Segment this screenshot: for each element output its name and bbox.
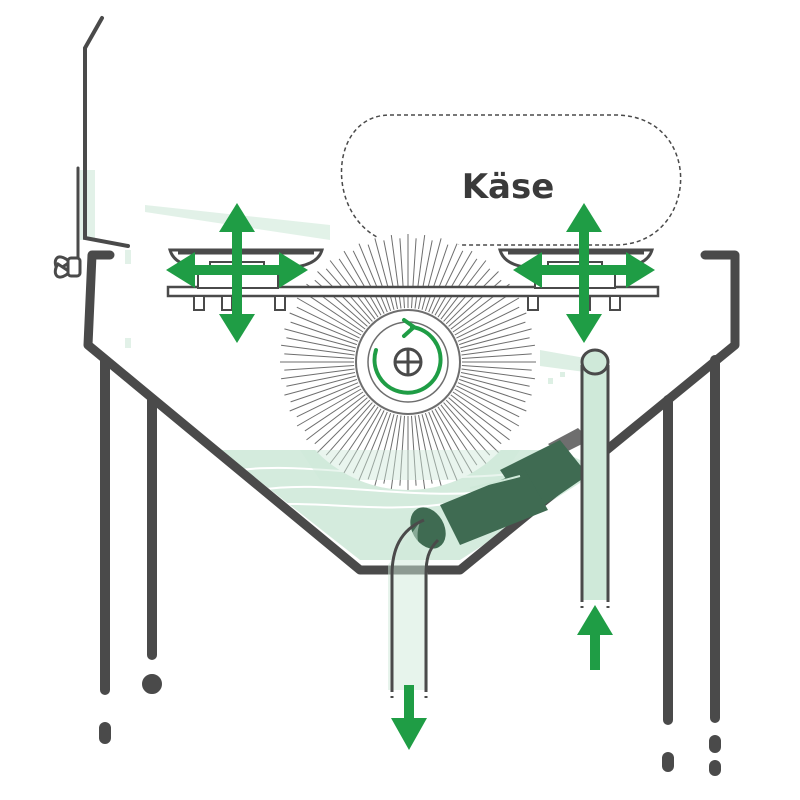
support-rail: [166, 285, 660, 311]
cheese-label: Käse: [462, 167, 555, 207]
brush-hub-icon: [393, 347, 423, 377]
left-adjustment-arrows-icon: [166, 203, 308, 343]
right-adjustment-arrows-icon: [513, 203, 655, 343]
spray-mist-right: [540, 350, 585, 384]
drain-pipe: [388, 518, 440, 700]
rail-bolts-left: [193, 295, 286, 311]
rotation-arrow-icon: [372, 318, 443, 395]
cheese-outline: Käse: [340, 114, 682, 246]
left-upright-arm: [76, 16, 130, 260]
machine-legs: [99, 355, 721, 776]
rotating-brush: [280, 234, 536, 490]
water-inlet-pipe: [580, 348, 610, 612]
outlet-flow-arrow-icon: [391, 685, 427, 750]
wing-nut-icon: [53, 255, 82, 279]
inlet-flow-arrow-icon: [577, 605, 613, 670]
rail-bolts-right: [527, 295, 621, 311]
drain-hose: [410, 428, 590, 549]
